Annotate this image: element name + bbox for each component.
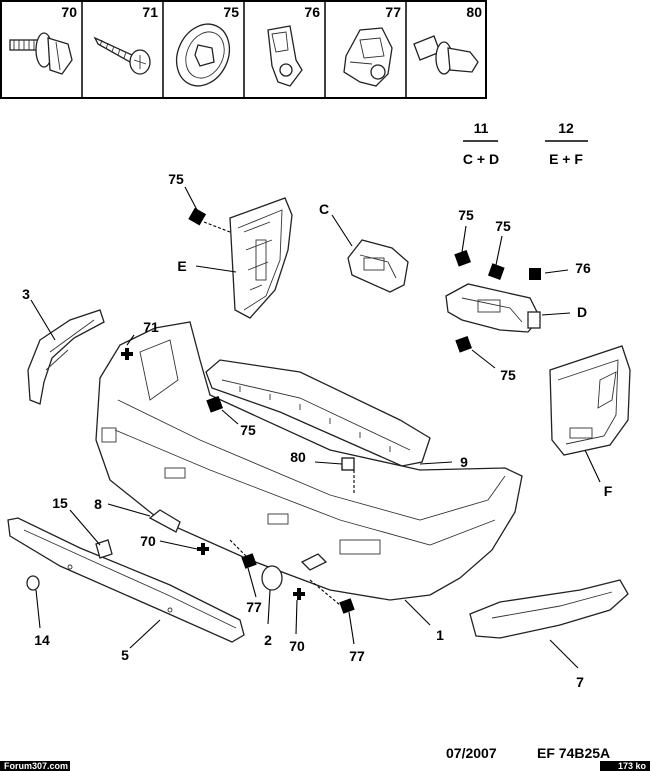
kit-number: 11 xyxy=(474,120,489,136)
part-8-clip xyxy=(148,509,181,533)
push-rivet-icon xyxy=(413,35,479,75)
callout-75: 75 xyxy=(458,207,474,223)
callout-77: 77 xyxy=(349,648,365,664)
footer: 07/2007 EF 74B25A Forum307.com 173 ko xyxy=(0,745,650,771)
leader-lines xyxy=(30,186,601,669)
callout-77: 77 xyxy=(246,599,262,615)
header-part-number: 71 xyxy=(142,4,158,20)
callout-15: 15 xyxy=(52,495,68,511)
self-tapping-screw-icon xyxy=(93,36,151,75)
callout-75: 75 xyxy=(168,171,184,187)
callout-75: 75 xyxy=(500,367,516,383)
callout-75: 75 xyxy=(495,218,511,234)
callout-71: 71 xyxy=(143,319,159,335)
callout-c: C xyxy=(319,201,329,217)
callout-9: 9 xyxy=(460,454,468,470)
part-14-rivet xyxy=(26,575,40,591)
footer-reference: EF 74B25A xyxy=(537,745,610,761)
part-c-bracket xyxy=(347,239,409,293)
part-1-bumper-cover xyxy=(95,321,523,601)
size-bar xyxy=(600,761,650,771)
callout-labels: 75 E C 75 75 76 D 75 3 71 75 F 80 9 15 8… xyxy=(22,171,613,690)
bracket-clip-icon xyxy=(343,27,393,87)
callout-14: 14 xyxy=(34,632,50,648)
header-part-number: 76 xyxy=(304,4,320,20)
header-part-number: 75 xyxy=(223,4,239,20)
callout-70: 70 xyxy=(140,533,156,549)
part-f-right-bracket xyxy=(549,345,631,456)
kit-reference: 11 C + D 12 E + F xyxy=(463,120,588,167)
header-part-number: 77 xyxy=(385,4,401,20)
watermark-text: Forum307.com xyxy=(4,761,68,771)
callout-3: 3 xyxy=(22,286,30,302)
parts-header-strip: 70 71 75 76 77 80 xyxy=(0,0,487,99)
callout-f: F xyxy=(604,483,613,499)
header-part-number: 80 xyxy=(466,4,482,20)
part-2-tow-cover xyxy=(261,565,283,591)
part-d-bracket xyxy=(445,283,541,333)
fastener-markers xyxy=(121,207,541,614)
callout-5: 5 xyxy=(121,647,129,663)
callout-1: 1 xyxy=(436,627,444,643)
rivet-80-location-marker xyxy=(341,457,355,471)
part-e-left-bracket xyxy=(229,197,293,319)
callout-e: E xyxy=(177,258,186,274)
callout-70: 70 xyxy=(289,638,305,654)
part-9-absorber xyxy=(205,359,431,467)
part-3-left-trim xyxy=(27,309,105,405)
callout-75: 75 xyxy=(240,422,256,438)
callout-76: 76 xyxy=(575,260,591,276)
part-7-right-trim xyxy=(469,579,629,639)
callout-8: 8 xyxy=(94,496,102,512)
callout-2: 2 xyxy=(264,632,272,648)
callout-d: D xyxy=(577,304,587,320)
header-part-number: 70 xyxy=(61,4,77,20)
file-size-text: 173 ko xyxy=(618,761,647,771)
callout-7: 7 xyxy=(576,674,584,690)
callout-80: 80 xyxy=(290,449,306,465)
kit-number: 12 xyxy=(558,120,574,136)
kit-code: E + F xyxy=(549,151,583,167)
footer-date: 07/2007 xyxy=(446,745,497,761)
kit-code: C + D xyxy=(463,151,499,167)
clip-nut-icon xyxy=(267,25,303,87)
part-5-lower-strip xyxy=(7,517,245,643)
bolt-washer-icon xyxy=(9,32,73,75)
part-bumper-insert xyxy=(300,553,328,571)
grommet-washer-icon xyxy=(175,23,231,87)
watermark-bar xyxy=(0,761,70,771)
